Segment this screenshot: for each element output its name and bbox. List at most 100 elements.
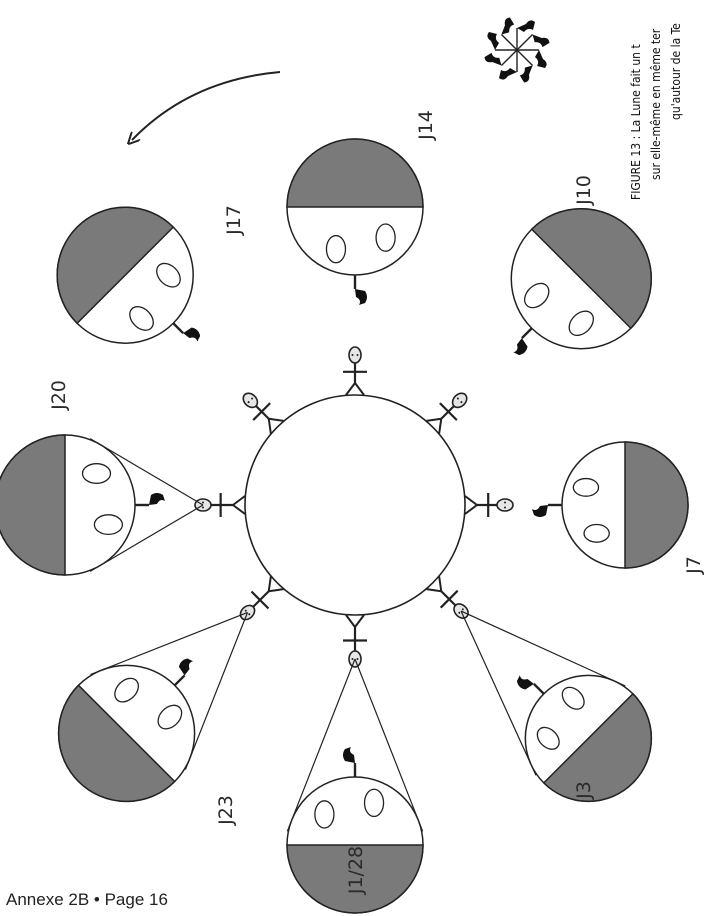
line-of-sight bbox=[354, 658, 424, 832]
moon-shadow bbox=[286, 138, 424, 208]
observer-eye bbox=[251, 397, 254, 400]
observer-eye bbox=[356, 658, 359, 660]
moon-phase-icon bbox=[532, 441, 689, 569]
line-of-sight bbox=[90, 611, 248, 676]
moon-shadow bbox=[0, 434, 66, 576]
moon-crater bbox=[114, 677, 139, 703]
flag-cloth bbox=[149, 493, 165, 505]
pinwheel-spoke bbox=[500, 33, 518, 51]
observer-eye bbox=[247, 401, 250, 404]
observer-figure-icon bbox=[426, 392, 468, 434]
pinwheel-arm bbox=[516, 33, 550, 51]
observer-eye bbox=[456, 397, 459, 400]
moon-crater bbox=[156, 262, 181, 288]
observer-head bbox=[348, 346, 362, 364]
caption-line-3: qu'autour de la Te bbox=[669, 23, 683, 120]
pinwheel-flag bbox=[535, 50, 547, 68]
flag-icon bbox=[172, 322, 201, 342]
observer-leg bbox=[345, 382, 356, 396]
observer-eye bbox=[202, 501, 204, 504]
observer-eye bbox=[504, 506, 506, 509]
observer-leg bbox=[354, 614, 365, 628]
line-of-sight bbox=[460, 610, 537, 776]
moon-crater bbox=[561, 686, 585, 710]
flag-pole bbox=[521, 327, 533, 339]
pinwheel-flag bbox=[519, 65, 533, 83]
moon-phase-icon bbox=[286, 138, 424, 305]
moon-shadow bbox=[624, 441, 689, 569]
pinwheel-flag bbox=[499, 68, 517, 80]
flag-pole bbox=[533, 683, 545, 695]
observer-head bbox=[242, 392, 259, 409]
observer-leg bbox=[267, 418, 272, 434]
flag-icon bbox=[532, 503, 562, 517]
observer-figure-icon bbox=[464, 493, 514, 517]
moon-phase-icon bbox=[56, 206, 201, 344]
moon-crater bbox=[325, 234, 347, 264]
day-label: J3 bbox=[573, 781, 595, 800]
caption-line-2: sur elle-même en même ter bbox=[649, 28, 663, 180]
pinwheel-arm bbox=[487, 32, 517, 51]
flag-pole bbox=[172, 322, 185, 335]
flag-cloth bbox=[178, 658, 194, 676]
observer-arms bbox=[439, 402, 458, 421]
moon-crater bbox=[363, 788, 385, 818]
flag-pole bbox=[173, 674, 186, 687]
moon-crater bbox=[81, 463, 112, 484]
moon-crater bbox=[536, 726, 560, 750]
day-label: J23 bbox=[215, 795, 237, 826]
observer-arms bbox=[439, 589, 459, 609]
flag-icon bbox=[173, 658, 194, 687]
moon-shadow bbox=[530, 207, 653, 330]
observer-eye bbox=[504, 501, 506, 504]
pinwheel-arm bbox=[499, 50, 518, 80]
pinwheel-arm bbox=[516, 49, 534, 83]
moon-crater bbox=[523, 282, 550, 309]
observers-group bbox=[89, 346, 626, 832]
observer-leg bbox=[232, 495, 246, 506]
moon-crater bbox=[93, 514, 124, 536]
moon-shadow bbox=[542, 692, 653, 803]
pinwheel-flag bbox=[484, 52, 502, 66]
pinwheel-flag bbox=[532, 34, 550, 48]
observer-figure-icon bbox=[343, 346, 367, 396]
page-footer: Annexe 2B • Page 16 bbox=[6, 890, 168, 909]
day-label: J14 bbox=[415, 110, 437, 141]
moon-crater bbox=[572, 477, 600, 497]
day-label: J1/28 bbox=[345, 846, 367, 895]
observer-eye bbox=[461, 608, 464, 611]
moon-phase-icon bbox=[0, 434, 165, 576]
observer-head bbox=[451, 392, 468, 409]
line-of-sight bbox=[286, 658, 356, 832]
observer-head bbox=[496, 498, 514, 512]
observer-leg bbox=[268, 417, 284, 422]
curved-arrow-icon bbox=[132, 71, 281, 140]
flag-icon bbox=[353, 275, 367, 305]
observer-leg bbox=[267, 576, 272, 592]
pinwheel-spoke bbox=[516, 49, 534, 67]
moon-crater bbox=[129, 306, 154, 331]
flag-cloth bbox=[516, 675, 534, 690]
observer-leg bbox=[345, 614, 356, 628]
flag-cloth bbox=[355, 289, 367, 305]
day-label: J20 bbox=[48, 380, 70, 411]
observer-eye bbox=[351, 354, 354, 356]
observer-eye bbox=[248, 613, 251, 616]
observer-leg bbox=[438, 418, 443, 434]
pinwheel-spoke bbox=[500, 49, 518, 67]
observer-leg bbox=[354, 382, 365, 396]
observer-eye bbox=[244, 609, 247, 612]
observer-arms bbox=[250, 590, 270, 610]
flag-icon bbox=[516, 675, 545, 695]
flag-icon bbox=[135, 493, 165, 507]
earth-circle bbox=[244, 394, 466, 616]
moon-shadow bbox=[56, 206, 175, 325]
flag-cloth bbox=[343, 747, 355, 763]
observer-eye bbox=[458, 611, 461, 614]
pinwheel-arm bbox=[500, 17, 518, 51]
pinwheel-spoke bbox=[516, 33, 534, 51]
moon-crater bbox=[568, 310, 595, 337]
flag-cloth bbox=[513, 338, 528, 356]
flag-cloth bbox=[532, 505, 548, 517]
